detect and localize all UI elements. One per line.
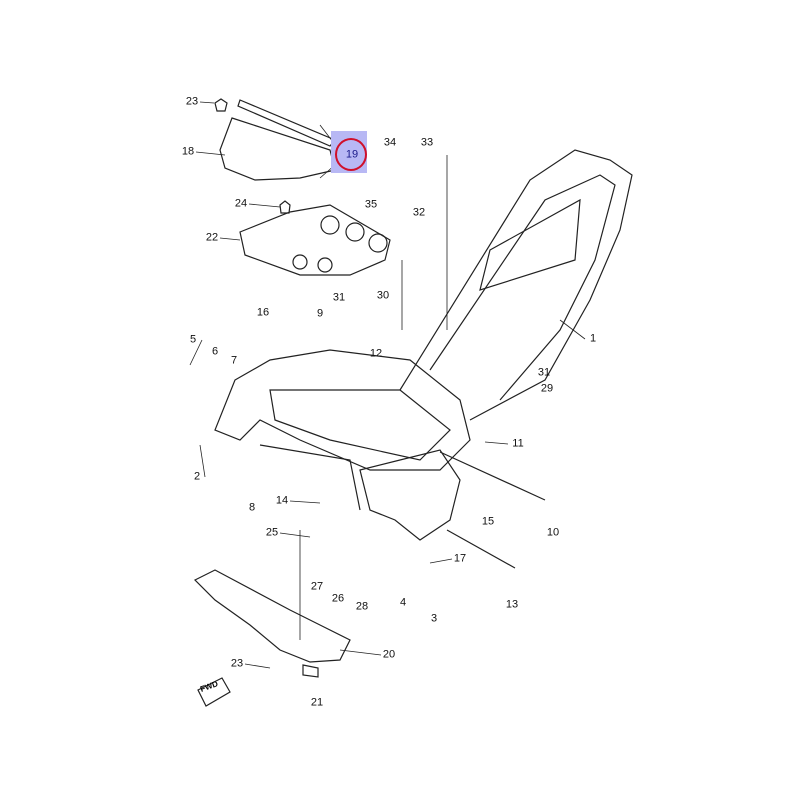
under-cover-20 [193, 569, 351, 663]
part-label[interactable]: 14 [275, 494, 289, 507]
part-label[interactable]: 26 [331, 592, 345, 605]
part-label[interactable]: 27 [310, 580, 324, 593]
seat-plate [219, 117, 336, 181]
highlight-circle [335, 138, 367, 171]
part-label[interactable]: 35 [364, 198, 378, 211]
part-label[interactable]: 5 [189, 333, 197, 346]
part-label[interactable]: 8 [248, 501, 256, 514]
part-label[interactable]: 2 [193, 470, 201, 483]
part-label[interactable]: 18 [181, 145, 195, 158]
part-label[interactable]: 3 [430, 612, 438, 625]
part-label[interactable]: 25 [265, 526, 279, 539]
part-label[interactable]: 1 [589, 332, 597, 345]
part-label[interactable]: 32 [412, 206, 426, 219]
part-label[interactable]: 33 [420, 136, 434, 149]
part-label[interactable]: 30 [376, 289, 390, 302]
rail-bar [237, 99, 336, 147]
part-label[interactable]: 29 [540, 382, 554, 395]
part-label[interactable]: 7 [230, 354, 238, 367]
main-frame [214, 349, 471, 471]
rear-subframe [399, 149, 633, 421]
part-label-highlighted[interactable]: 19 [345, 148, 359, 161]
part-label[interactable]: 15 [481, 515, 495, 528]
part-label[interactable]: 24 [234, 197, 248, 210]
part-label[interactable]: 28 [355, 600, 369, 613]
part-label[interactable]: 11 [512, 437, 524, 450]
part-label[interactable]: 23 [230, 657, 244, 670]
part-label[interactable]: 23 [185, 95, 199, 108]
part-label[interactable]: 31 [537, 366, 551, 379]
bolt-23-top [214, 98, 228, 112]
part-label[interactable]: 20 [382, 648, 396, 661]
part-label[interactable]: 16 [256, 306, 270, 319]
part-label[interactable]: 6 [211, 345, 219, 358]
part-label[interactable]: 34 [383, 136, 397, 149]
part-label[interactable]: 13 [505, 598, 519, 611]
part-label[interactable]: 9 [316, 307, 324, 320]
part-label[interactable]: 10 [546, 526, 560, 539]
cover-plate-22 [239, 204, 391, 276]
part-label[interactable]: 4 [399, 596, 407, 609]
part-label[interactable]: 21 [310, 696, 324, 709]
part-label[interactable]: 12 [369, 347, 383, 360]
part-label[interactable]: 22 [205, 231, 219, 244]
part-label[interactable]: 17 [453, 552, 467, 565]
part-label[interactable]: 31 [332, 291, 346, 304]
